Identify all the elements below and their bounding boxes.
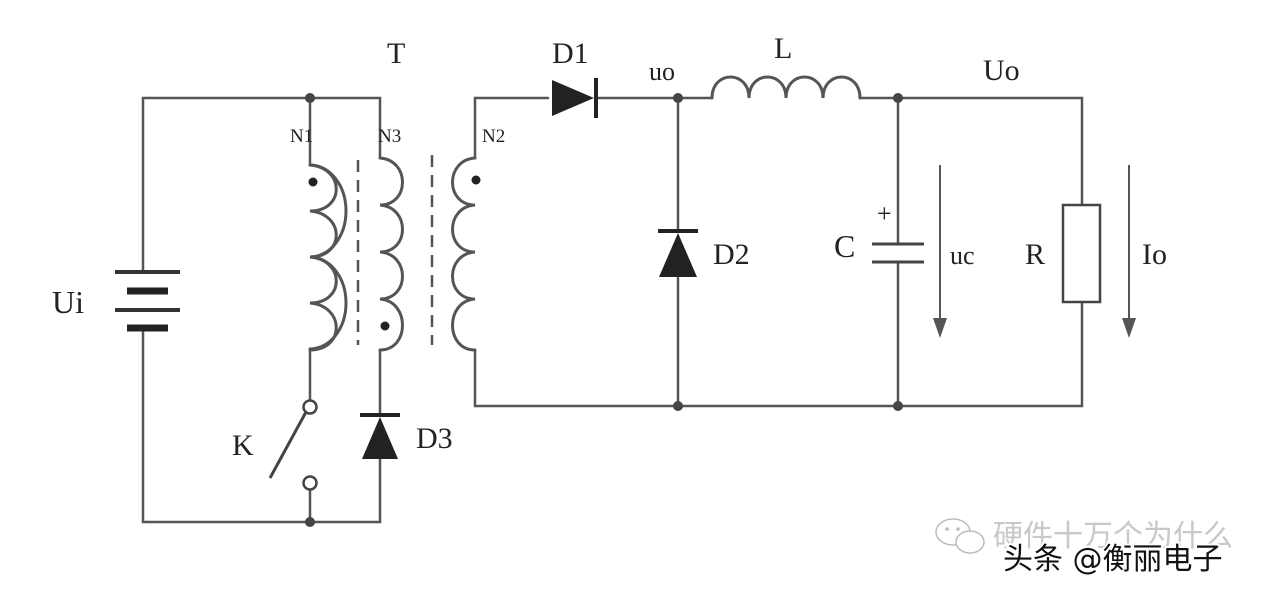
winding-n2 [451, 156, 477, 352]
output-current-arrow [1122, 165, 1136, 338]
junction-dot [305, 93, 315, 103]
label-d2: D2 [713, 238, 750, 271]
n3-polarity-dot [380, 321, 390, 331]
inductor-l [710, 75, 862, 100]
diode-d3 [360, 413, 400, 459]
wechat-logo [935, 518, 985, 554]
junction-dot [673, 401, 683, 411]
label-output-current: Io [1142, 238, 1167, 271]
diode-d1 [552, 78, 598, 118]
switch-k [268, 399, 318, 491]
label-inductor: L [774, 32, 792, 65]
label-capacitor: C [834, 228, 855, 264]
label-d3: D3 [416, 422, 453, 455]
capacitor-voltage-arrow [933, 165, 947, 338]
label-n1: N1 [290, 126, 313, 147]
label-resistor: R [1025, 238, 1045, 271]
label-transformer: T [387, 37, 405, 70]
resistor-r [1061, 203, 1102, 304]
battery-ui [115, 270, 180, 332]
primary-loop-wires [141, 96, 382, 524]
label-switch: K [232, 429, 254, 462]
junction-dot [893, 93, 903, 103]
capacitor-c [872, 242, 924, 264]
label-n3: N3 [378, 126, 401, 147]
label-capacitor-polarity: + [877, 199, 892, 228]
label-input-voltage: Ui [52, 284, 84, 320]
label-n2: N2 [482, 126, 505, 147]
label-output-voltage: Uo [983, 54, 1020, 87]
n1-polarity-dot [308, 177, 318, 187]
diode-d2 [658, 229, 698, 277]
winding-n1 [308, 163, 348, 352]
junction-dot [673, 93, 683, 103]
junction-dot [305, 517, 315, 527]
n2-polarity-dot [471, 175, 481, 185]
junction-dot [893, 401, 903, 411]
secondary-wires [473, 96, 1084, 408]
label-capacitor-voltage: uc [950, 241, 975, 270]
winding-n3 [378, 156, 404, 352]
label-output-node: uo [649, 57, 675, 86]
watermark-toutiao: 头条 @衡丽电子 [1003, 542, 1223, 577]
watermark-account-name: 硬件十万个为什么 [993, 519, 1233, 554]
label-d1: D1 [552, 37, 589, 70]
